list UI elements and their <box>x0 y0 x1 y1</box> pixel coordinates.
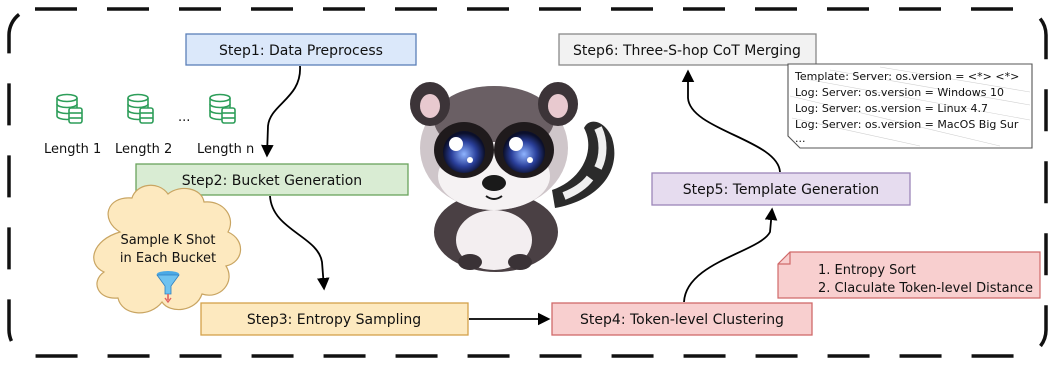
step3-label: Step3: Entropy Sampling <box>247 312 421 328</box>
cloud-line-2: in Each Bucket <box>120 251 216 266</box>
bucket-label-1: Length 1 <box>44 142 101 157</box>
step4-box: Step4: Token-level Clustering <box>551 302 813 336</box>
merging-note-line-1: Template: Server: os.version = <*> <*> <box>794 70 1019 83</box>
arrow-step2-to-step3 <box>269 195 330 291</box>
step2-label: Step2: Bucket Generation <box>182 173 362 189</box>
merging-note-line-5: ... <box>795 132 806 145</box>
lemur-mascot <box>410 82 615 272</box>
arrow-step5-to-step6 <box>681 69 781 173</box>
merging-note-line-2: Log: Server: os.version = Windows 10 <box>795 86 1004 99</box>
merging-note: Template: Server: os.version = <*> <*> L… <box>787 63 1033 149</box>
step1-label: Step1: Data Preprocess <box>219 43 383 59</box>
arrow-step1-to-step2 <box>261 65 301 158</box>
funnel-icon <box>156 271 180 304</box>
cloud-line-1: Sample K Shot <box>120 233 215 248</box>
bucket-label-2: Length 2 <box>115 142 172 157</box>
sample-cloud: Sample K Shot in Each Bucket <box>93 184 242 314</box>
dashed-frame <box>7 7 1048 358</box>
merging-note-line-4: Log: Server: os.version = MacOS Big Sur <box>795 118 1019 131</box>
bucket-databases <box>56 93 236 124</box>
bucket-ellipsis: ... <box>178 110 190 125</box>
step6-label: Step6: Three-S-hop CoT Merging <box>573 43 801 59</box>
database-icon <box>127 93 154 124</box>
database-icon <box>56 93 83 124</box>
clustering-note-line-1: 1. Entropy Sort <box>818 263 916 278</box>
clustering-note: 1. Entropy Sort 2. Claculate Token-level… <box>777 251 1041 299</box>
step3-box: Step3: Entropy Sampling <box>200 302 469 336</box>
step5-box: Step5: Template Generation <box>651 172 911 206</box>
bucket-label-n: Length n <box>197 142 254 157</box>
step4-label: Step4: Token-level Clustering <box>580 312 784 328</box>
arrow-step4-to-step5 <box>683 207 778 303</box>
step5-label: Step5: Template Generation <box>683 182 879 198</box>
step6-box: Step6: Three-S-hop CoT Merging <box>558 33 817 66</box>
clustering-note-line-2: 2. Claculate Token-level Distance <box>818 281 1033 296</box>
merging-note-line-3: Log: Server: os.version = Linux 4.7 <box>795 102 988 115</box>
step1-box: Step1: Data Preprocess <box>185 33 417 66</box>
database-icon <box>209 93 236 124</box>
